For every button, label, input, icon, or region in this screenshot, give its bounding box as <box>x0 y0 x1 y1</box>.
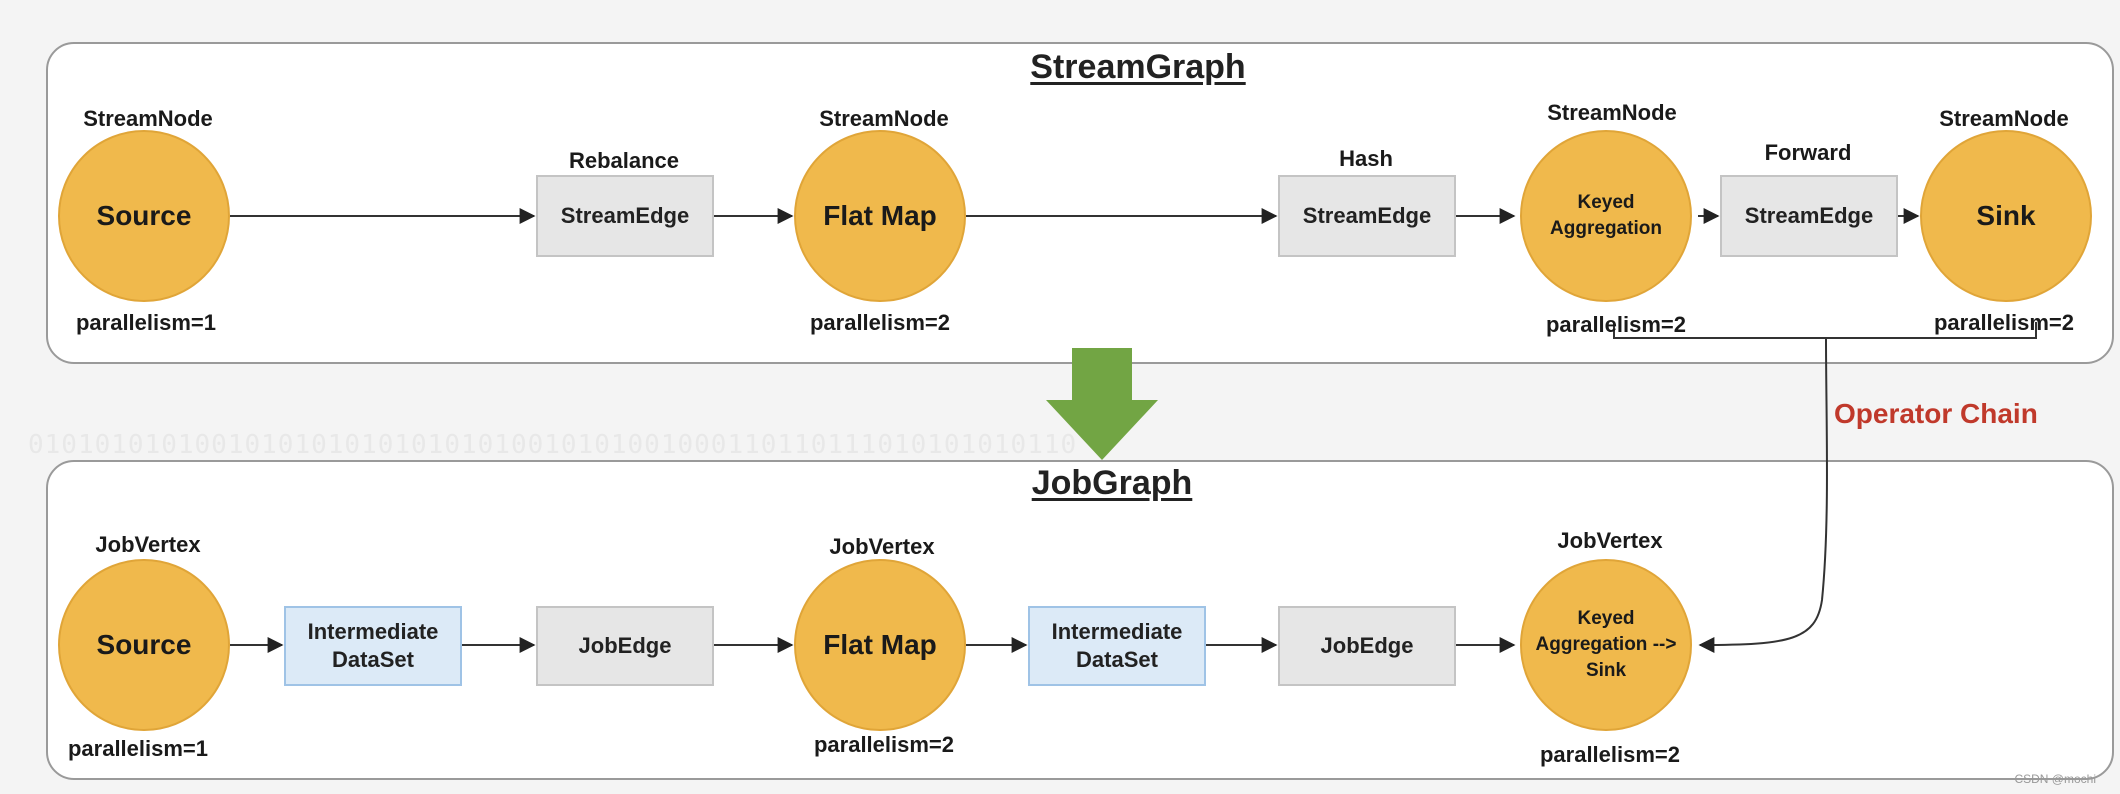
job-vertex-parallelism-keyed-aggregation-sink: parallelism=2 <box>1539 742 1681 767</box>
stream-node-parallelism-keyed-aggregation: parallelism=2 <box>1545 312 1687 337</box>
job-vertex-header-keyed-aggregation-sink: JobVertex <box>1557 528 1663 553</box>
stream-node-parallelism-flatmap: parallelism=2 <box>809 310 951 335</box>
stream-edge-partition-hash: Hash <box>1339 146 1393 171</box>
job-vertex-parallelism-flatmap: parallelism=2 <box>813 732 955 757</box>
stream-edge-partition-rebalance: Rebalance <box>568 148 680 173</box>
stream-edge-partition-forward: Forward <box>1764 140 1852 165</box>
job-graph-title: JobGraph <box>1031 464 1193 502</box>
stream-edge-1: StreamEdge <box>536 175 714 257</box>
job-vertex-keyed-aggregation-sink: Keyed Aggregation --> Sink <box>1520 559 1692 731</box>
job-vertex-parallelism-source: parallelism=1 <box>67 736 209 761</box>
watermark: CSDN @mochi <box>2014 772 2096 786</box>
stream-node-header-sink: StreamNode <box>1939 106 2069 131</box>
job-vertex-header-flatmap: JobVertex <box>829 534 935 559</box>
background-binary-text: 0101010101001010101010101010100101010010… <box>28 430 1078 460</box>
operator-chain-label: Operator Chain <box>1834 398 2038 429</box>
intermediate-dataset-2: Intermediate DataSet <box>1028 606 1206 686</box>
job-vertex-flatmap: Flat Map <box>794 559 966 731</box>
stream-node-keyed-aggregation: Keyed Aggregation <box>1520 130 1692 302</box>
stream-graph-title: StreamGraph <box>1030 48 1246 86</box>
stream-node-header-flatmap: StreamNode <box>819 106 949 131</box>
stream-node-header-keyed-aggregation: StreamNode <box>1547 100 1677 125</box>
operator-chain-arrow <box>1698 337 1828 653</box>
job-vertex-header-source: JobVertex <box>95 532 201 557</box>
job-edge-2: JobEdge <box>1278 606 1456 686</box>
stream-node-parallelism-sink: parallelism=2 <box>1933 310 2075 335</box>
stream-node-parallelism-source: parallelism=1 <box>75 310 217 335</box>
stream-edge-3: StreamEdge <box>1720 175 1898 257</box>
job-vertex-source: Source <box>58 559 230 731</box>
transform-arrow <box>1046 348 1158 460</box>
intermediate-dataset-1: Intermediate DataSet <box>284 606 462 686</box>
stream-node-header-source: StreamNode <box>83 106 213 131</box>
stream-node-sink: Sink <box>1920 130 2092 302</box>
stream-node-source: Source <box>58 130 230 302</box>
stream-node-flatmap: Flat Map <box>794 130 966 302</box>
job-edge-1: JobEdge <box>536 606 714 686</box>
stream-edge-2: StreamEdge <box>1278 175 1456 257</box>
